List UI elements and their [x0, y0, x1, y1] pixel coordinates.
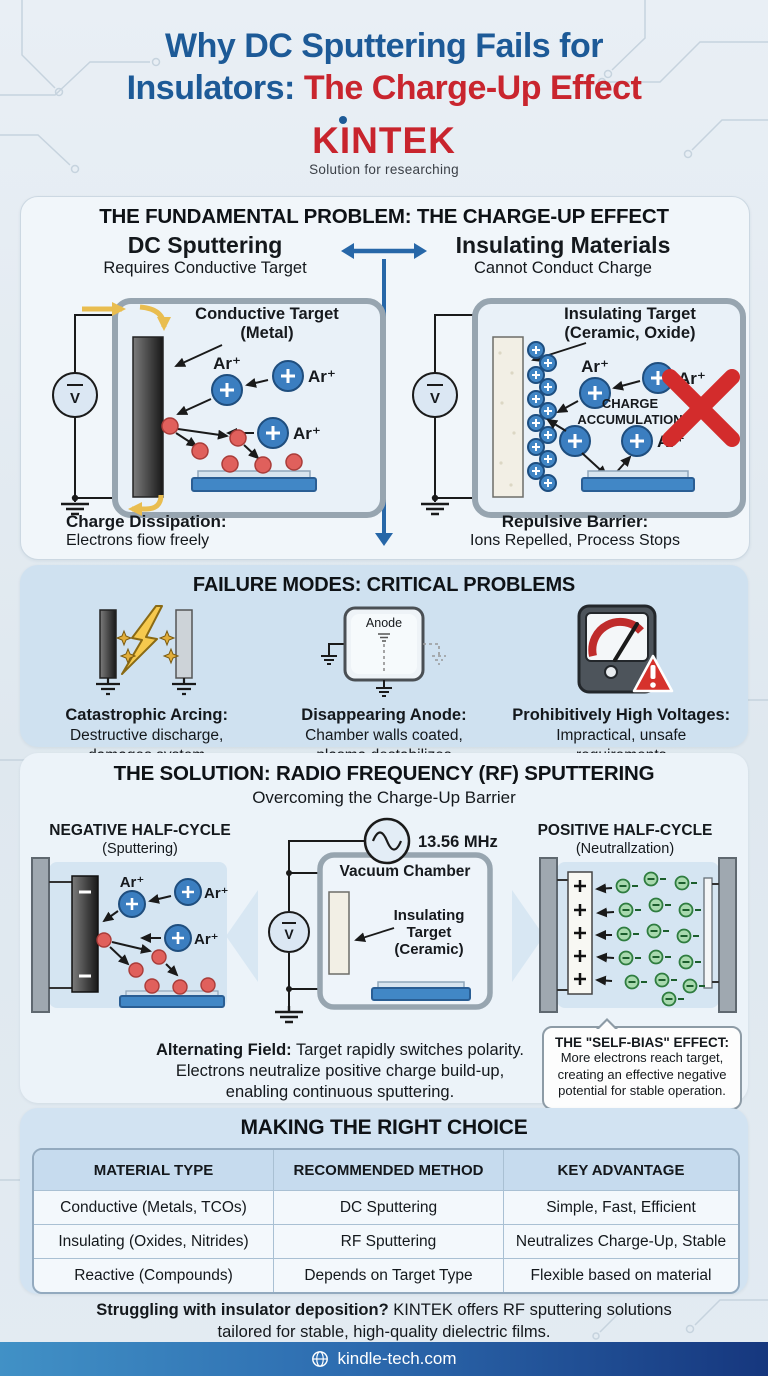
table-cell: RF Sputtering [274, 1225, 504, 1259]
insulating-target-label-1: Insulating [394, 907, 465, 924]
failure-item-line: Destructive discharge, [69, 727, 224, 745]
page-title-line1: Why DC Sputtering Fails for [165, 27, 603, 65]
table-cell: Neutralizes Charge-Up, Stable [504, 1225, 738, 1259]
solution-title: THE SOLUTION: RADIO FREQUENCY (RF) SPUTT… [113, 762, 655, 785]
red-x-icon [662, 369, 740, 447]
insulator-caption-title: Repulsive Barrier: [501, 512, 649, 531]
dc-column-heading: DC Sputtering Requires Conductive Target [40, 232, 370, 278]
alternating-field-title: Alternating Field: [156, 1041, 292, 1059]
rf-source-label: V [284, 926, 294, 942]
anode-chamber-icon: Anode [320, 606, 446, 697]
table-cell: Conductive (Metals, TCOs) [34, 1191, 274, 1225]
failure-item-title: Catastrophic Arcing: [65, 706, 228, 724]
frequency-label: 13.56 MHz [418, 833, 498, 851]
website-link[interactable]: kindle-tech.com [337, 1349, 457, 1368]
table-header-cell: MATERIAL TYPE [34, 1150, 274, 1191]
failure-item-voltage: Prohibitively High Voltages: Impractical… [503, 600, 740, 766]
dc-caption: Charge Dissipation: Electrons fiow freel… [66, 512, 366, 550]
dc-caption-title: Charge Dissipation: [66, 512, 227, 531]
dc-column-subheading: Requires Conductive Target [103, 259, 307, 277]
insulator-caption: Repulsive Barrier: Ions Repelled, Proces… [420, 512, 730, 550]
failure-item-arcing: Catastrophic Arcing: Destructive dischar… [28, 600, 265, 766]
ar-ion-label: Ar⁺ [581, 357, 609, 376]
globe-icon [312, 1351, 329, 1367]
footer-bar: kindle-tech.com [0, 1342, 768, 1376]
alternating-field-text: Alternating Field: Target rapidly switch… [156, 1041, 524, 1101]
failure-item-title: Disappearing Anode: [301, 706, 467, 724]
chevron-left-icon [226, 890, 258, 982]
negative-half-label: NEGATIVE HALF-CYCLE (Sputtering) [20, 822, 260, 858]
table-header-cell: RECOMMENDED METHOD [274, 1150, 504, 1191]
electron-icons [615, 871, 705, 1007]
self-bias-title: THE "SELF-BIAS" EFFECT: [554, 1035, 730, 1050]
failure-item-line: Chamber walls coated, [305, 727, 463, 745]
ar-ion-label: Ar⁺ [213, 354, 241, 373]
insulator-column-heading: Insulating Materials Cannot Conduct Char… [398, 232, 728, 278]
table-cell: DC Sputtering [274, 1191, 504, 1225]
cta-bold: Struggling with insulator deposition? [96, 1301, 389, 1319]
page-title-line2-blue: Insulators: [126, 69, 304, 107]
arcing-icon [95, 605, 196, 696]
brand-block: KINTEK Solution for researching [0, 116, 768, 177]
table-cell: Insulating (Oxides, Nitrides) [34, 1225, 274, 1259]
vacuum-chamber-label: Vacuum Chamber [340, 863, 471, 880]
choice-title: MAKING THE RIGHT CHOICE [240, 1116, 528, 1139]
choice-table: MATERIAL TYPE RECOMMENDED METHOD KEY ADV… [32, 1148, 740, 1294]
positive-cycle-diagram [539, 857, 737, 1013]
page-title-line2-red: The Charge-Up Effect [303, 69, 642, 107]
dc-target-label-2: (Metal) [240, 324, 293, 342]
problem-title: THE FUNDAMENTAL PROBLEM: THE CHARGE-UP E… [99, 205, 669, 228]
insulator-target-label-2: (Ceramic, Oxide) [564, 324, 695, 342]
ar-ion-label: Ar⁺ [204, 885, 229, 902]
ar-ion-label: Ar⁺ [308, 367, 336, 386]
ar-ion-label: Ar⁺ [194, 931, 219, 948]
rf-circuit-diagram: Vacuum Chamber 13.56 MHz V Insulating Ta… [268, 817, 498, 1024]
table-cell: Reactive (Compounds) [34, 1259, 274, 1292]
failure-item-title: Prohibitively High Voltages: [512, 706, 731, 724]
negative-half-sub: (Sputtering) [102, 840, 178, 857]
divider-arrowhead-icon [375, 533, 393, 546]
charge-accumulation-label-1: CHARGE [602, 396, 659, 411]
insulator-source-label: V [430, 390, 440, 407]
ar-ion-label: Ar⁺ [120, 874, 145, 891]
failure-title: FAILURE MODES: CRITICAL PROBLEMS [192, 574, 576, 596]
insulating-target-label-3: (Ceramic) [394, 941, 463, 958]
failure-item-anode: Anode Disappearing Anode: Chamber walls … [265, 600, 502, 766]
insulator-chamber-diagram: V Insulating Target (Ceramic, Oxide) Ar⁺… [412, 298, 746, 518]
insulator-column-subheading: Cannot Conduct Charge [474, 259, 652, 277]
table-cell: Flexible based on material [530, 1266, 712, 1284]
ar-ion-label: Ar⁺ [293, 424, 321, 443]
dc-caption-text: Electrons fiow freely [66, 532, 210, 549]
table-cell: Simple, Fast, Efficient [504, 1191, 738, 1225]
insulating-target-label-2: Target [407, 924, 452, 941]
insulator-caption-text: Ions Repelled, Process Stops [470, 532, 680, 549]
dc-chamber-diagram: V Conductive Target (Metal) Ar⁺ Ar⁺ Ar⁺ [52, 298, 386, 518]
voltmeter-icon [577, 604, 674, 694]
solution-subtitle: Overcoming the Charge-Up Barrier [252, 788, 516, 807]
page-title-line2: Insulators: The Charge-Up Effect [0, 69, 768, 107]
dc-source-label: V [70, 390, 80, 407]
table-header-cell: KEY ADVANTAGE [504, 1150, 738, 1191]
compare-arrow-icon [341, 243, 427, 259]
logo-i-dot-icon [339, 116, 348, 124]
self-bias-callout: THE "SELF-BIAS" EFFECT: More electrons r… [542, 1018, 742, 1110]
accumulated-charge-icons [527, 341, 557, 492]
positive-half-sub: (Neutrallzation) [575, 840, 675, 857]
chevron-right-icon [512, 890, 544, 982]
failure-item-line: Impractical, unsafe [556, 727, 687, 745]
negative-cycle-diagram: Ar⁺ Ar⁺ Ar⁺ [31, 857, 229, 1013]
cta-text: Struggling with insulator deposition? KI… [96, 1301, 672, 1341]
anode-label: Anode [366, 616, 402, 630]
brand-logo: KINTEK [312, 116, 456, 162]
brand-tagline: Solution for researching [309, 162, 459, 177]
charge-accumulation-label-2: ACCUMULATION [577, 412, 682, 427]
table-cell: Depends on Target Type [274, 1259, 504, 1292]
dc-target-label-1: Conductive Target [195, 305, 339, 323]
insulator-target-label-1: Insulating Target [564, 305, 696, 323]
positive-half-label: POSITIVE HALF-CYCLE (Neutrallzation) [505, 822, 745, 858]
